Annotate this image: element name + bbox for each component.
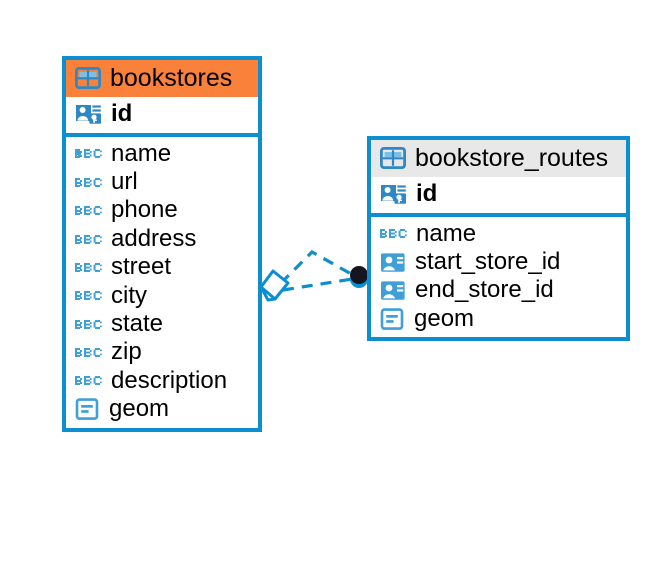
text-type-icon [75,231,102,248]
field-label: geom [414,304,475,332]
field-row-city[interactable]: city [66,281,258,310]
text-type-icon [75,316,102,333]
field-row-street[interactable]: street [66,253,258,282]
relationship-line-lower [282,277,353,292]
field-label: start_store_id [415,248,561,276]
diamond-marker-icon [259,269,290,302]
text-type-icon [75,145,102,162]
text-type-icon [75,287,102,304]
field-row-geom[interactable]: geom [66,395,258,424]
text-type-icon [75,372,102,389]
field-label: end_store_id [415,276,554,304]
field-label: url [111,168,138,196]
field-row-state[interactable]: state [66,309,258,339]
entity-bookstore-routes[interactable]: bookstore_routes id [367,136,630,342]
key-section-divider [66,132,258,137]
text-type-icon [380,225,407,242]
field-label: id [416,180,438,208]
field-row-name[interactable]: name [371,219,626,249]
entity-header-bookstore-routes[interactable]: bookstore_routes [371,140,626,178]
key-section-divider [371,212,626,217]
geometry-type-icon [380,307,405,331]
table-icon [75,67,101,90]
field-row-geom[interactable]: geom [371,304,626,334]
primary-key-icon [75,102,102,126]
field-label: street [111,253,172,281]
text-type-icon [75,202,102,219]
field-list-bookstores: name url [66,137,258,428]
field-row-description[interactable]: description [66,366,258,396]
field-label: id [111,100,133,128]
entity-header-bookstores[interactable]: bookstores [66,60,258,98]
entity-title: bookstore_routes [415,144,609,172]
text-type-icon [75,344,102,361]
field-row-start-store-id[interactable]: start_store_id [371,248,626,277]
field-row-zip[interactable]: zip [66,338,258,367]
entity-bookstores[interactable]: bookstores id [62,56,262,432]
entity-title: bookstores [110,64,233,92]
field-label: address [111,224,197,252]
field-label: city [111,281,147,309]
endpoint-circle-icon [350,266,368,288]
field-list-bookstore-routes: name start_store_id [371,217,626,338]
field-label: state [111,309,164,337]
field-row-end-store-id[interactable]: end_store_id [371,276,626,305]
relationship-line-upper [279,250,354,285]
text-type-icon [75,174,102,191]
foreign-key-icon [380,279,406,302]
field-label: description [111,366,228,394]
field-row-name[interactable]: name [66,139,258,169]
primary-key-icon [380,182,407,206]
field-label: name [416,219,477,247]
field-label: zip [111,338,142,366]
text-type-icon [75,259,102,276]
field-row-address[interactable]: address [66,224,258,254]
field-row-phone[interactable]: phone [66,196,258,225]
table-icon [380,147,406,170]
foreign-key-icon [380,251,406,274]
field-row-id[interactable]: id [66,97,258,133]
field-row-id[interactable]: id [371,177,626,213]
geometry-type-icon [75,397,100,421]
field-label: geom [109,395,170,423]
field-label: phone [111,196,178,224]
field-row-url[interactable]: url [66,168,258,197]
field-label: name [111,139,172,167]
